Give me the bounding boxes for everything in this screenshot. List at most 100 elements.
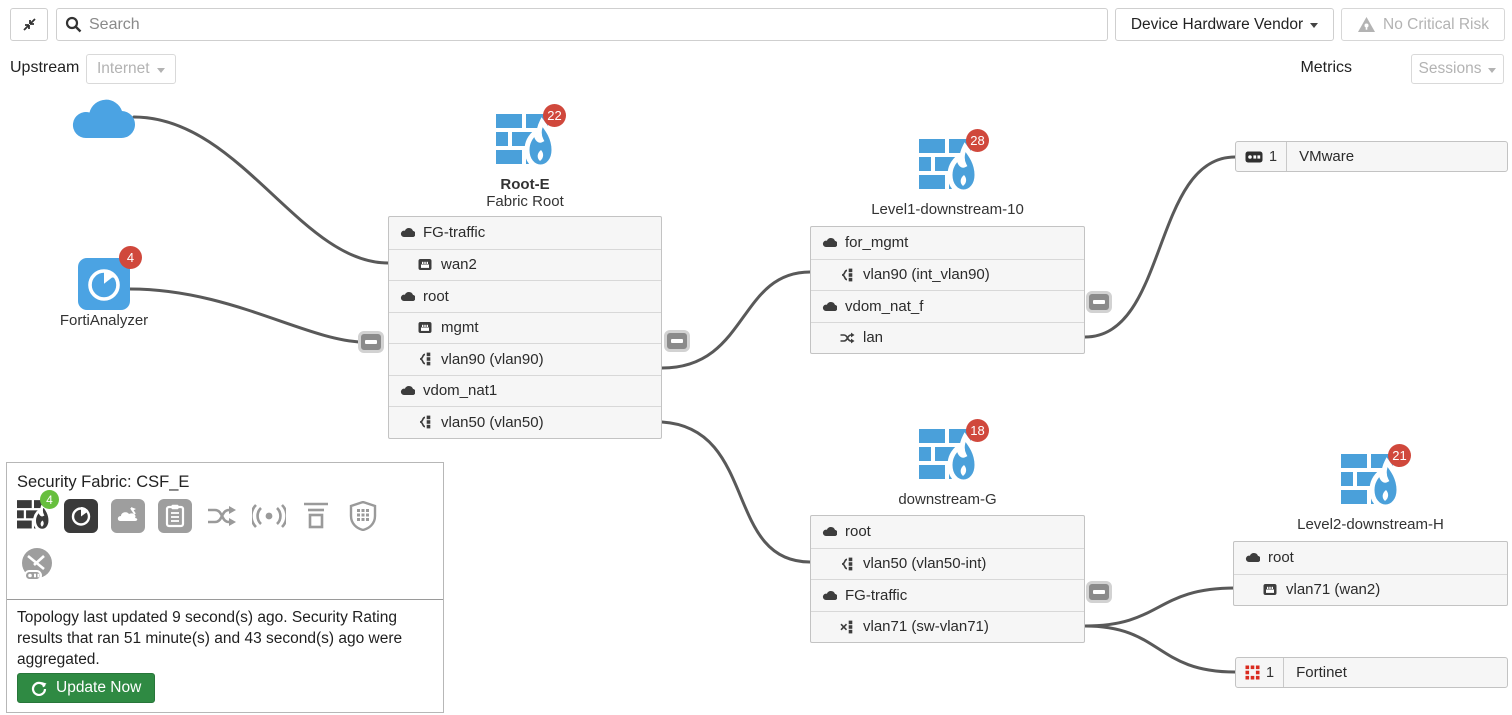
level2-firewall-node[interactable]	[1341, 452, 1402, 517]
fortianalyzer-label: FortiAnalyzer	[59, 312, 149, 329]
fortisandbox-fabric-button[interactable]	[111, 499, 145, 533]
downstreamg-title: downstream-G	[898, 491, 997, 508]
link-level1-vmware	[1083, 155, 1237, 339]
link-fortianalyzer-root	[128, 287, 364, 344]
shuffle-fabric-button[interactable]	[205, 499, 239, 533]
vdom-cloud-icon	[821, 526, 837, 537]
upstream-value: Internet	[97, 60, 150, 77]
vlan-icon	[417, 352, 433, 366]
analyzer-clock-icon	[71, 507, 91, 526]
link-root-level1	[660, 270, 812, 370]
link-root-downstreamg	[660, 420, 812, 564]
level2-badge: 21	[1388, 444, 1411, 467]
security-fabric-panel: Security Fabric: CSF_E 4	[6, 462, 444, 713]
risk-label: No Critical Risk	[1383, 15, 1489, 33]
level1-badge: 28	[966, 129, 989, 152]
virtual-machine-icon	[1245, 151, 1263, 162]
forticlient-fabric-button[interactable]	[346, 499, 380, 533]
metrics-value: Sessions	[1418, 60, 1482, 77]
wireless-ap-icon	[252, 504, 286, 528]
table-row-vdom[interactable]: root	[811, 516, 1084, 548]
fortinet-logo-icon	[1245, 665, 1260, 680]
vmware-endpoint-box[interactable]: 1 VMware	[1235, 141, 1508, 172]
vdom-cloud-icon	[399, 385, 415, 396]
ethernet-port-icon	[417, 321, 433, 334]
vlan-switch-icon	[839, 620, 855, 634]
table-row-vdom[interactable]: vdom_nat_f	[811, 290, 1084, 322]
table-row-vdom[interactable]: root	[1234, 542, 1507, 574]
device-hardware-vendor-dropdown[interactable]: Device Hardware Vendor	[1115, 8, 1334, 41]
ethernet-port-icon	[1262, 583, 1278, 596]
search-input[interactable]	[89, 15, 1099, 34]
collapse-minus-button[interactable]	[358, 331, 384, 353]
table-row-port[interactable]: vlan71 (wan2)	[1234, 573, 1507, 606]
fortinet-endpoint-box[interactable]: 1 Fortinet	[1235, 657, 1508, 688]
vdom-cloud-icon	[399, 291, 415, 302]
downstreamg-interface-table: root vlan50 (vlan50-int) FG-traffic vlan…	[810, 515, 1085, 643]
root-badge: 22	[543, 104, 566, 127]
fortianalyzer-fabric-button[interactable]	[64, 499, 98, 533]
metrics-dropdown[interactable]: Sessions	[1411, 54, 1504, 84]
topology-status-text: Topology last updated 9 second(s) ago. S…	[17, 609, 403, 668]
level1-interface-table: for_mgmt vlan90 (int_vlan90) vdom_nat_f …	[810, 226, 1085, 354]
fortigate-fabric-button[interactable]: 4	[17, 490, 59, 533]
fortiap-fabric-button[interactable]	[252, 499, 286, 533]
root-name: Root-E	[500, 176, 550, 193]
fortianalyzer-node[interactable]	[78, 258, 130, 315]
internet-cloud-node[interactable]	[70, 93, 136, 148]
panel-divider	[7, 599, 443, 600]
table-row-vlan-switch[interactable]: vlan71 (sw-vlan71)	[811, 610, 1084, 643]
table-row-port[interactable]: mgmt	[389, 311, 661, 344]
link-downstreamg-level2	[1083, 586, 1237, 628]
collapse-minus-button[interactable]	[1086, 291, 1112, 313]
top-toolbar: Device Hardware Vendor No Critical Risk	[0, 0, 1512, 48]
level2-title: Level2-downstream-H	[1297, 516, 1444, 533]
fortigate-count-badge: 4	[40, 490, 59, 509]
chevron-down-icon	[156, 67, 165, 73]
root-firewall-node[interactable]	[496, 112, 557, 177]
link-internet-root	[132, 115, 390, 265]
root-title: Root-E Fabric Root	[388, 176, 662, 210]
view-controls-row: Upstream Internet Metrics Sessions	[0, 50, 1512, 88]
collapse-view-button[interactable]	[10, 8, 48, 41]
table-row-vdom[interactable]: for_mgmt	[811, 227, 1084, 259]
table-row-vlan[interactable]: vlan50 (vlan50)	[389, 406, 661, 438]
shuffle-arrows-icon	[208, 506, 236, 526]
firewall-flame-icon	[17, 500, 51, 532]
vlan-icon	[839, 268, 855, 282]
fortimanager-fabric-button[interactable]	[158, 499, 192, 533]
firewall-flame-icon	[496, 114, 557, 170]
table-row-vlan[interactable]: vlan90 (vlan90)	[389, 343, 661, 375]
ethernet-port-icon	[417, 258, 433, 271]
collapse-minus-button[interactable]	[1086, 581, 1112, 603]
fortiswitch-fabric-button[interactable]	[299, 499, 333, 533]
chevron-down-icon	[1488, 67, 1497, 73]
upstream-label: Upstream	[10, 59, 80, 76]
shield-endpoint-icon	[349, 501, 377, 531]
table-row-vlan[interactable]: vlan50 (vlan50-int)	[811, 547, 1084, 580]
level1-firewall-node[interactable]	[919, 137, 980, 202]
table-row-port[interactable]: wan2	[389, 248, 661, 281]
root-subtitle: Fabric Root	[486, 193, 564, 210]
fabric-device-icons: 4	[17, 490, 380, 533]
table-row-vdom[interactable]: FG-traffic	[389, 217, 661, 249]
vendor-dropdown-label: Device Hardware Vendor	[1130, 15, 1304, 33]
table-row-vdom[interactable]: root	[389, 280, 661, 312]
update-now-label: Update Now	[56, 679, 142, 696]
update-now-button[interactable]: Update Now	[17, 673, 156, 703]
critical-risk-button[interactable]: No Critical Risk	[1341, 8, 1505, 41]
fabric-panel-title: Security Fabric: CSF_E	[17, 473, 190, 491]
table-row-vdom[interactable]: vdom_nat1	[389, 374, 661, 407]
vlan-icon	[839, 557, 855, 571]
table-row-vlan[interactable]: vlan90 (int_vlan90)	[811, 258, 1084, 291]
table-row-lan[interactable]: lan	[811, 321, 1084, 354]
vmware-count-cell: 1	[1236, 142, 1288, 171]
shuffle-arrows-icon	[839, 332, 855, 344]
fortiextender-disabled-button[interactable]	[17, 545, 55, 583]
downstreamg-firewall-node[interactable]	[919, 427, 980, 492]
collapse-minus-button[interactable]	[664, 330, 690, 352]
vmware-count: 1	[1269, 148, 1278, 165]
upstream-dropdown[interactable]: Internet	[86, 54, 176, 84]
clipboard-icon	[165, 504, 185, 528]
table-row-vdom[interactable]: FG-traffic	[811, 579, 1084, 611]
